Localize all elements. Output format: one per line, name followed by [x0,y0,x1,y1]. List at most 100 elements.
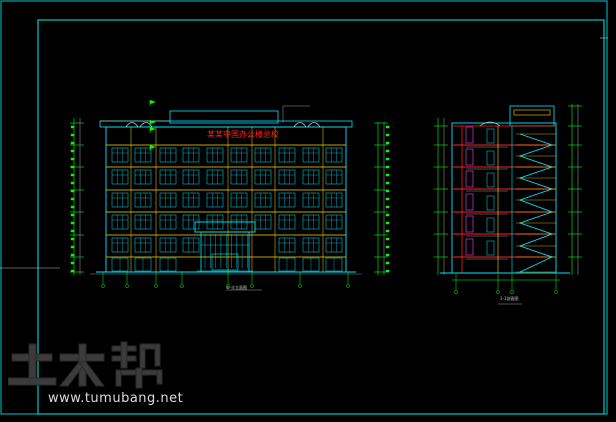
level-flag-3 [150,145,156,149]
window-2-4 [206,192,224,208]
window-frame [206,147,224,163]
dim-mark [70,189,75,193]
stair-zigzag [518,133,554,273]
window-frame [182,192,200,208]
dim-mark [385,173,390,177]
window-1-3 [182,169,200,185]
grid-bubble-3 [180,284,184,288]
dim-mark [70,205,75,209]
ground-window-4 [302,257,320,272]
window-frame [302,169,320,185]
window-4-0 [111,237,129,253]
window-0-2 [159,147,177,163]
window-1-1 [134,169,152,185]
tower-band [513,109,551,116]
opening-1 [486,150,495,166]
window-2-9 [325,192,343,208]
window-frame [254,147,272,163]
window-frame [302,237,320,253]
dim-mark [385,229,390,233]
door-0 [465,126,474,144]
window-1-8 [302,169,320,185]
window-frame [182,237,200,253]
dim-mark [385,149,390,153]
watermark-url: www.tumubang.net [48,391,184,406]
window-4-1 [134,237,152,253]
dimension-right [374,122,390,275]
window-0-6 [254,147,272,163]
window-3-6 [254,214,272,230]
window-frame [111,237,129,253]
window-frame [325,169,343,185]
window-frame [159,192,177,208]
window-frame [111,147,129,163]
window-4-3 [182,237,200,253]
opening-2 [486,172,495,188]
window-frame [325,192,343,208]
window-2-3 [182,192,200,208]
dim-mark [70,213,75,217]
window-3-2 [159,214,177,230]
dim-mark [385,125,390,129]
dim-mark [70,181,75,185]
window-frame [111,214,129,230]
foundation-bubble-3 [554,290,558,294]
entrance-canopy [194,221,256,233]
dim-mark [70,141,75,145]
window-0-8 [302,147,320,163]
elevation-sign: 某某中国办公楼总校 [207,129,279,139]
front-elevation [70,100,390,291]
window-2-7 [278,192,296,208]
level-flag-0 [150,100,156,104]
grid-bubble-4 [226,284,230,288]
dim-mark [385,205,390,209]
window-frame [134,237,152,253]
dim-mark [385,197,390,201]
dim-mark [385,165,390,169]
dim-mark [70,165,75,169]
dim-mark [70,173,75,177]
dim-mark [70,229,75,233]
window-2-6 [254,192,272,208]
window-0-3 [182,147,200,163]
foundation-bubble-1 [496,290,500,294]
dim-mark [70,237,75,241]
window-0-1 [134,147,152,163]
window-frame [230,192,248,208]
ground-window-0 [111,257,129,272]
window-0-7 [278,147,296,163]
window-3-8 [302,214,320,230]
window-frame [134,169,152,185]
dim-mark [70,253,75,257]
dim-mark [385,269,390,273]
window-frame [159,214,177,230]
dim-mark [385,245,390,249]
window-4-7 [278,237,296,253]
dim-mark [385,141,390,145]
window-1-0 [111,169,129,185]
section-dim-left [434,118,448,275]
window-frame [278,147,296,163]
cross-section [434,104,582,305]
window-frame [278,192,296,208]
window-frame [230,147,248,163]
window-frame [278,237,296,253]
dim-mark [70,149,75,153]
roof-ornament-2 [293,122,307,128]
dim-mark [70,125,75,129]
window-frame [182,147,200,163]
dim-mark [70,245,75,249]
window-frame [302,147,320,163]
window-frame [159,237,177,253]
window-2-0 [111,192,129,208]
inner-title-frame [37,19,605,415]
window-1-9 [325,169,343,185]
window-frame [254,169,272,185]
window-frame [254,192,272,208]
stair-flights [516,133,556,273]
dim-mark [385,181,390,185]
opening-4 [486,217,495,233]
foundation-bubble-2 [510,290,514,294]
dim-mark [385,213,390,217]
